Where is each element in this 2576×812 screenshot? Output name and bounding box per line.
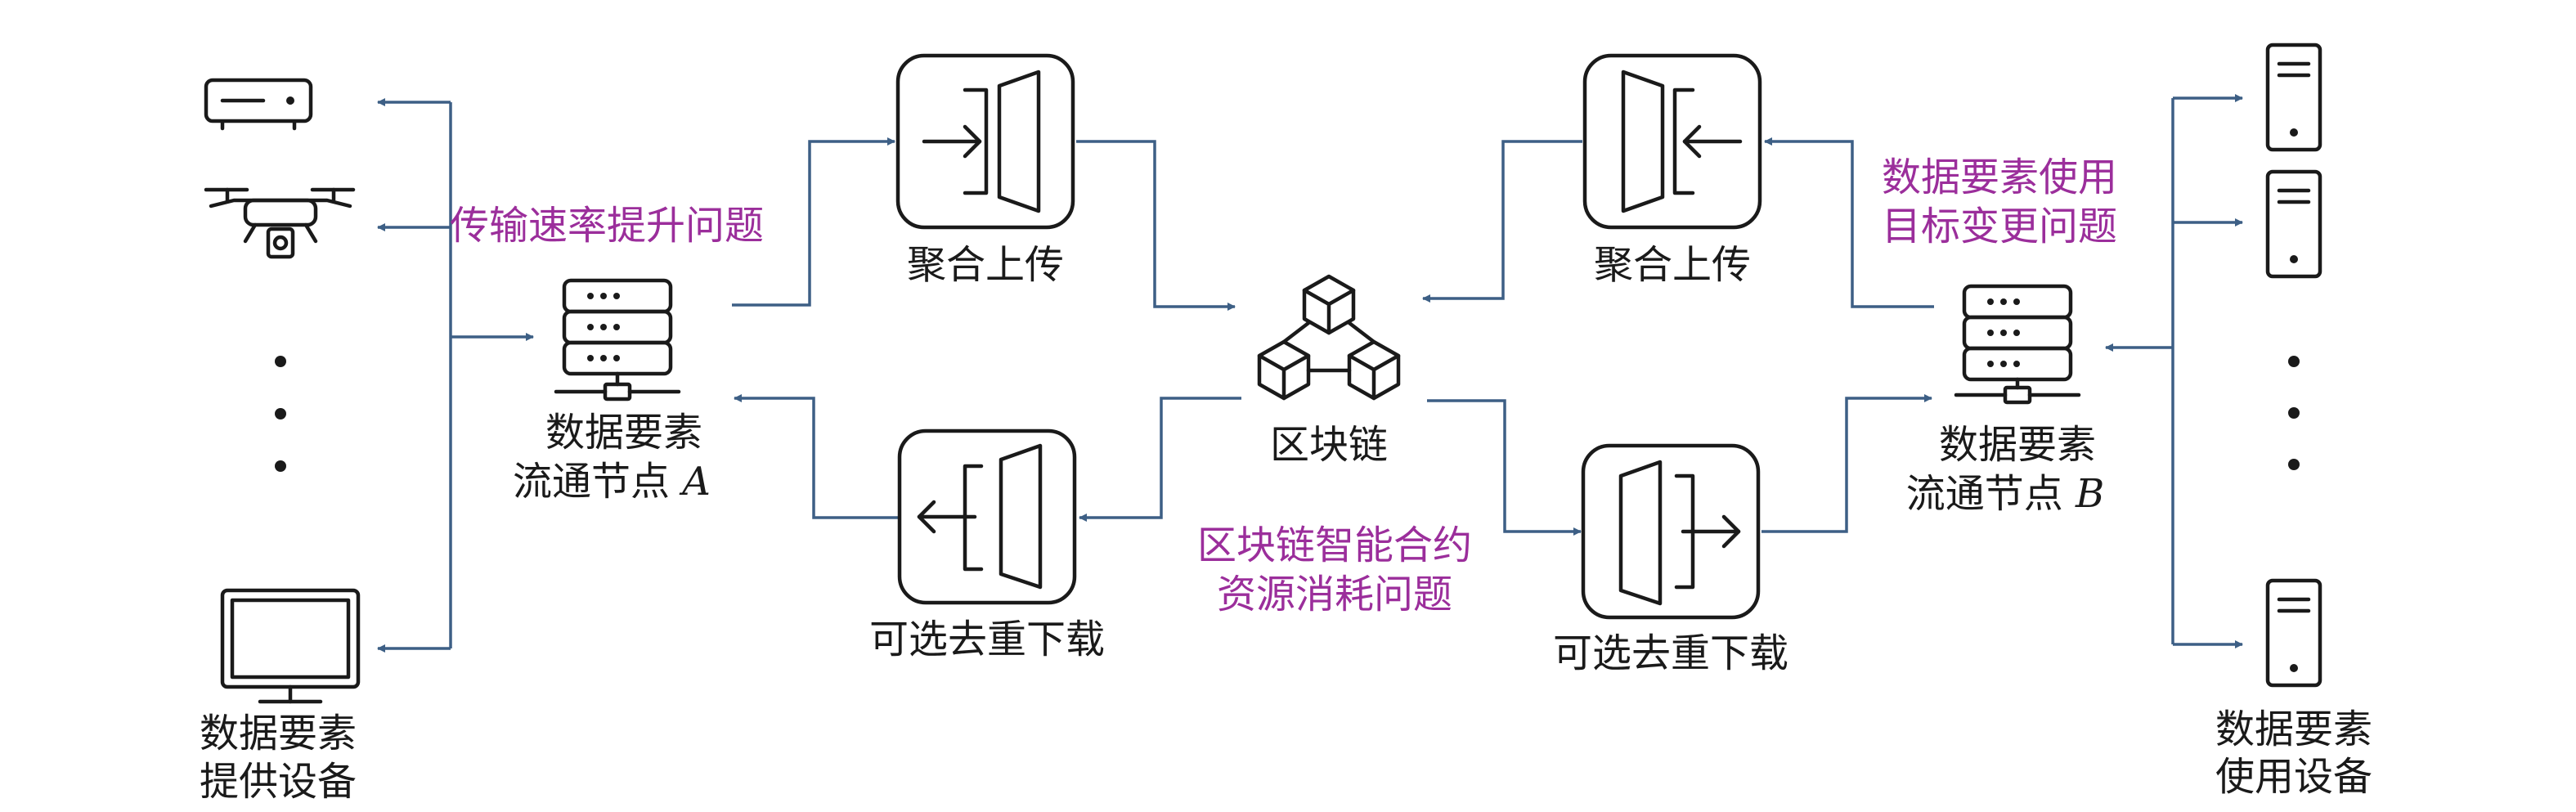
node-a-label-line2: 流通节点 A bbox=[513, 459, 711, 505]
download-to-node-b-arrow bbox=[1761, 394, 1932, 533]
upload-right-icon bbox=[1582, 53, 1762, 230]
upload-left-label: 聚合上传 bbox=[907, 242, 1064, 288]
provider-label-line1: 数据要素 bbox=[200, 711, 357, 756]
blockchain-label: 区块链 bbox=[1270, 422, 1388, 468]
upload-left-to-blockchain-arrow bbox=[1076, 140, 1236, 311]
download-to-node-a-arrow bbox=[734, 394, 900, 519]
vertical-ellipsis bbox=[275, 356, 286, 472]
node-b-to-devices-arrows bbox=[2105, 94, 2243, 648]
blockchain-cubes-icon bbox=[1257, 274, 1401, 401]
blockchain-to-download-left-arrow bbox=[1079, 397, 1241, 522]
smart-contract-issue-line1: 区块链智能合约 bbox=[1197, 523, 1472, 568]
target-change-issue-line1: 数据要素使用 bbox=[1882, 155, 2117, 200]
download-right-icon bbox=[1581, 443, 1761, 620]
node-a-label-line1: 数据要素 bbox=[545, 410, 702, 455]
node-a-to-devices-arrows bbox=[377, 98, 534, 653]
vertical-ellipsis bbox=[2288, 356, 2300, 470]
download-left-icon bbox=[897, 428, 1077, 605]
blockchain-to-download-right-arrow bbox=[1427, 399, 1582, 536]
node-a-to-upload-arrow bbox=[732, 137, 895, 307]
provider-label-line2: 提供设备 bbox=[200, 759, 357, 805]
monitor-icon bbox=[220, 588, 361, 704]
target-change-issue-line2: 目标变更问题 bbox=[1882, 204, 2117, 249]
node-b-to-upload-arrow bbox=[1764, 137, 1934, 308]
upload-left-icon bbox=[895, 53, 1075, 230]
smart-contract-issue-line2: 资源消耗问题 bbox=[1217, 572, 1452, 617]
upload-right-label: 聚合上传 bbox=[1594, 242, 1751, 288]
user-label-line2: 使用设备 bbox=[2215, 754, 2372, 800]
upload-right-to-blockchain-arrow bbox=[1422, 140, 1582, 303]
drone-icon bbox=[204, 187, 356, 259]
node-b-server-icon bbox=[1954, 284, 2081, 405]
tower-pc-icon bbox=[2265, 43, 2322, 152]
tower-pc-icon bbox=[2265, 578, 2322, 688]
download-right-label: 可选去重下载 bbox=[1553, 630, 1788, 676]
node-b-label-line1: 数据要素 bbox=[1939, 422, 2096, 468]
set-top-box-icon bbox=[204, 78, 313, 131]
download-left-label: 可选去重下载 bbox=[869, 617, 1105, 662]
tower-pc-icon bbox=[2265, 169, 2322, 279]
node-b-label-line2: 流通节点 B bbox=[1906, 471, 2105, 517]
user-label-line1: 数据要素 bbox=[2215, 707, 2372, 752]
transfer-rate-issue: 传输速率提升问题 bbox=[450, 203, 764, 249]
node-a-server-icon bbox=[554, 278, 681, 402]
